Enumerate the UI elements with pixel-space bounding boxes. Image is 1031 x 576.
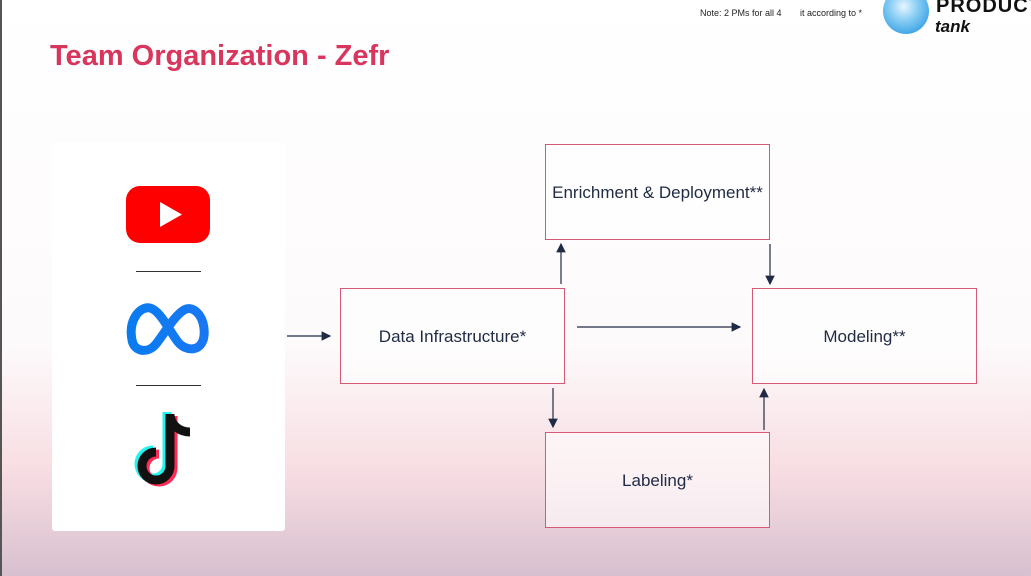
logo-text-2: tank: [935, 17, 970, 36]
youtube-icon: [126, 186, 210, 243]
slide-title: Team Organization - Zefr: [50, 40, 390, 72]
enrichment-deployment-box: Enrichment & Deployment**: [545, 144, 770, 240]
note-text-cont: it according to *: [800, 8, 863, 18]
divider: [136, 385, 201, 386]
tiktok-icon: [134, 412, 191, 487]
modeling-box: Modeling**: [752, 288, 977, 384]
data-infrastructure-box: Data Infrastructure*: [340, 288, 565, 384]
labeling-box: Labeling*: [545, 432, 770, 528]
note-text: Note: 2 PMs for all 4: [700, 8, 782, 18]
divider: [136, 271, 201, 272]
logo-text: PRODUCT: [936, 0, 1031, 17]
meta-icon: [126, 303, 209, 355]
